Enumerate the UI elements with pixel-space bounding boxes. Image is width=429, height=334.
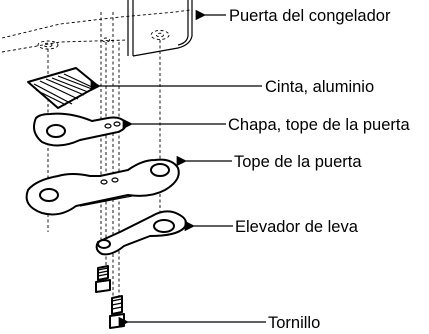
label-shim: Chapa, tope de la puerta [228, 116, 410, 134]
freezer-door [1, 0, 193, 57]
aluminum-tape [27, 67, 99, 109]
screw-lower [109, 295, 125, 329]
label-cam-riser: Elevador de leva [235, 218, 359, 236]
door-stop-plate [25, 158, 180, 216]
label-screw: Tornillo [268, 314, 320, 332]
label-freezer-door: Puerta del congelador [229, 7, 391, 25]
label-tape: Cinta, aluminio [265, 78, 374, 96]
door-stop-shim [33, 112, 127, 147]
label-door-stop: Tope de la puerta [234, 153, 362, 171]
cam-riser [95, 210, 187, 256]
screw-upper [95, 265, 111, 293]
